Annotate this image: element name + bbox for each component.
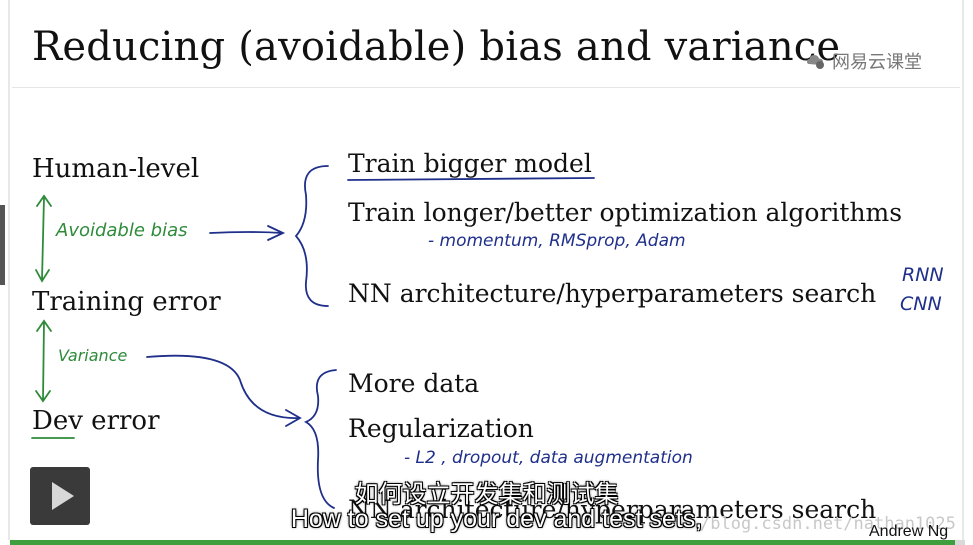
train-bigger-model-underline	[347, 177, 595, 181]
bias-brace	[294, 165, 329, 307]
bias-double-arrow	[35, 194, 52, 283]
cnn-note: CNN	[900, 293, 942, 315]
remedy-train-longer: Train longer/better optimization algorit…	[348, 198, 903, 227]
variance-arrow	[146, 354, 302, 427]
progress-fill	[10, 540, 956, 545]
variance-double-arrow	[35, 319, 52, 403]
variance-brace	[303, 369, 337, 509]
dev-error-label: Dev error	[32, 406, 160, 436]
platform-watermark: 网易云课堂	[806, 48, 922, 74]
platform-watermark-text: 网易云课堂	[832, 52, 922, 73]
remedy-nn-search-bias: NN architecture/hyperparameters search	[348, 279, 877, 308]
play-icon	[52, 482, 74, 510]
progress-bar[interactable]	[10, 540, 965, 545]
avoidable-bias-note: Avoidable bias	[56, 220, 188, 241]
cloud-logo-icon	[807, 55, 824, 69]
bias-arrow	[209, 225, 286, 241]
remedy-more-data: More data	[348, 369, 480, 398]
remedy-train-bigger-model: Train bigger model	[348, 149, 592, 178]
subtitle-chinese: 如何设立开发集和测试集	[354, 480, 619, 508]
regularization-note: - L2 , dropout, data augmentation	[404, 448, 693, 468]
rnn-note: RNN	[902, 264, 944, 286]
human-level-label: Human-level	[32, 154, 200, 184]
play-button[interactable]	[30, 467, 90, 525]
remedy-nn-search-variance: NN architecture/hyperparameters search	[348, 495, 877, 524]
right-border	[962, 0, 964, 540]
optimizers-note: - momentum, RMSprop, Adam	[428, 231, 686, 251]
title-divider	[12, 87, 960, 88]
remedy-regularization: Regularization	[348, 414, 534, 443]
training-error-label: Training error	[32, 287, 221, 317]
left-border	[8, 0, 10, 540]
author-credit: Andrew Ng	[869, 523, 949, 540]
subtitle-english: How to set up your dev and test sets,	[290, 505, 703, 533]
side-tab[interactable]	[0, 205, 5, 285]
variance-note: Variance	[58, 346, 128, 365]
slide-title: Reducing (avoidable) bias and variance	[32, 24, 841, 70]
url-watermark: /blog.csdn.net/nathan1025	[700, 514, 956, 534]
